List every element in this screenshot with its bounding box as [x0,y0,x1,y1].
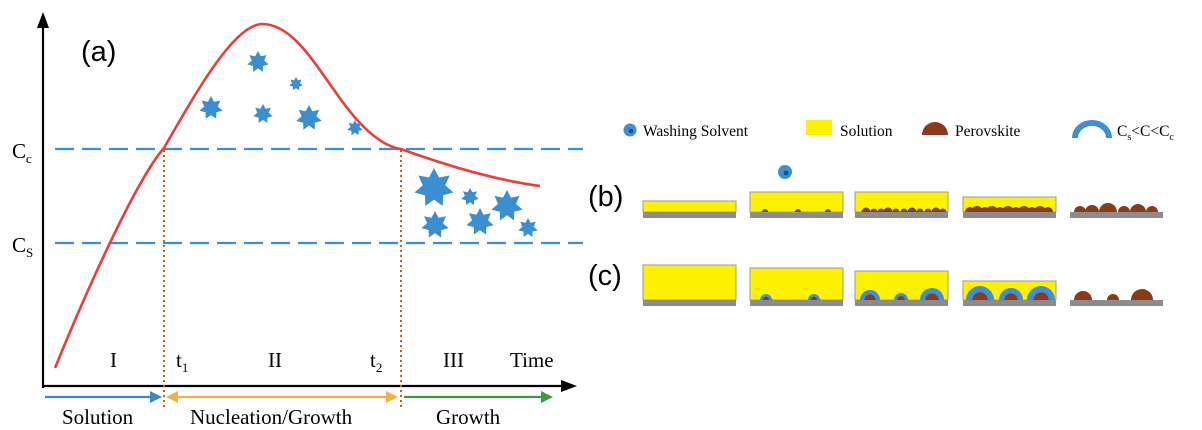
region-label-II: II [268,348,282,372]
panel-b-step-5 [1070,203,1163,218]
substrate [963,300,1056,306]
crystal-icon [421,211,449,238]
region-label-III: III [443,348,464,372]
crystal-icon [347,120,363,136]
nucleation-arrow [166,391,398,403]
panel-b-step-4 [962,196,1057,218]
y-axis-arrowhead [37,12,49,28]
panel-a: (a) Cc CS I II III Time t1 t2 Solution N… [12,12,583,429]
panel-b-row [642,165,1163,218]
crystal-icon [253,104,273,123]
panel-c-step-5 [1070,289,1163,306]
substrate [750,300,843,306]
concentration-curve [53,22,541,369]
panel-b-step-2 [749,191,844,218]
substrate [1070,300,1163,306]
substrate [963,212,1056,218]
crystal-icon [247,51,269,72]
solution-arrow [45,391,162,403]
panel-c-step-3 [854,270,949,306]
phase-label-nucleation-growth: Nucleation/Growth [190,405,353,429]
perovskite-swatch-icon [922,122,948,135]
crystal-icon [199,96,223,119]
x-axis-arrowhead [561,380,577,392]
legend-concentration-range: Cs<C<Cc [1117,123,1174,143]
growth-arrow [404,391,553,403]
panel-c-step-1 [642,264,737,306]
legend-washing-solvent: Washing Solvent [643,123,749,140]
substrate [750,212,843,218]
legend-perovskite: Perovskite [955,123,1021,140]
substrate [855,300,948,306]
panel-b-label: (b) [588,181,623,213]
crystal-icon [491,190,523,221]
solution-swatch-icon [806,120,832,135]
crystal-icon [289,77,303,91]
crystal-icon [461,188,479,206]
shell-arc-icon [1072,120,1112,139]
crystal-icon [466,208,494,235]
crystal-icon [296,105,322,130]
washing-solvent-drop [778,165,792,179]
panel-c-row [642,264,1163,306]
substrate [1070,212,1163,218]
panel-a-label: (a) [81,36,116,68]
panel-c-label: (c) [588,260,622,292]
crystal-cluster [199,51,538,238]
washing-solvent-icon [623,123,637,137]
panel-b-step-3 [854,191,949,218]
legend: Washing Solvent Solution Perovskite Cs<C… [623,120,1174,143]
panel-c-step-2 [749,267,844,306]
cc-label: Cc [12,139,32,166]
crystal-icon [518,218,538,237]
substrate [643,300,736,306]
panel-b-step-1 [642,200,737,218]
legend-solution: Solution [840,123,893,140]
crystal-icon [414,168,454,206]
phase-label-growth: Growth [436,405,501,429]
t2-label: t2 [370,348,382,375]
panel-c-step-4 [962,280,1057,306]
x-axis-label-time: Time [510,348,554,372]
substrate [643,212,736,218]
cs-label: CS [12,233,33,260]
t1-label: t1 [176,348,188,375]
substrate [855,212,948,218]
phase-label-solution: Solution [62,405,134,429]
region-label-I: I [110,348,117,372]
